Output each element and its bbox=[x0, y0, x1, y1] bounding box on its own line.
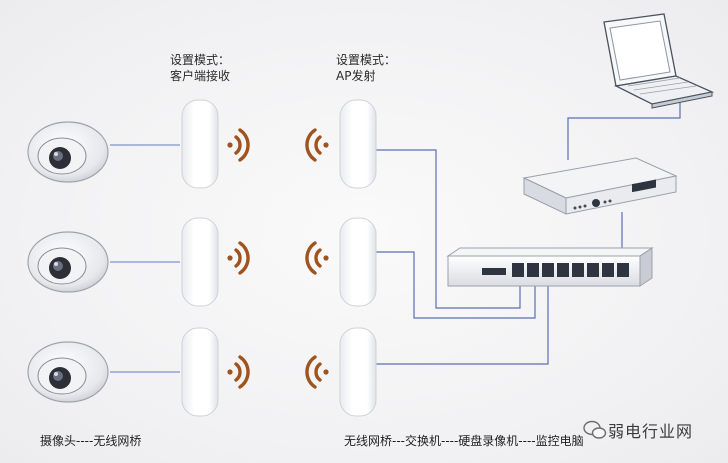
transmitter-bridge-1 bbox=[339, 99, 377, 189]
signal-rx-3-icon bbox=[227, 355, 250, 389]
transmitter-mode-line1: 设置模式： bbox=[336, 53, 397, 67]
caption-camera-bridge: 摄像头----无线网桥 bbox=[40, 434, 142, 448]
signal-rx-2-icon bbox=[227, 241, 250, 275]
receiver-mode-line2: 客户端接收 bbox=[170, 69, 231, 83]
nvr-recorder bbox=[522, 157, 678, 215]
signal-tx-2-icon bbox=[305, 241, 329, 275]
dome-camera-1 bbox=[27, 121, 109, 183]
wechat-icon bbox=[583, 420, 607, 439]
watermark-text: 弱电行业网 bbox=[608, 422, 694, 441]
receiver-bridge-3 bbox=[181, 327, 219, 417]
camera-cables bbox=[110, 144, 180, 373]
transmitter-mode-label: 设置模式： AP发射 bbox=[336, 52, 396, 84]
bridge-to-switch-cables bbox=[372, 100, 681, 365]
caption-chain: 无线网桥---交换机----硬盘录像机----监控电脑 bbox=[344, 434, 584, 448]
cable-tx2 bbox=[372, 251, 536, 319]
receiver-mode-line1: 设置模式： bbox=[170, 53, 231, 67]
transmitter-bridge-2 bbox=[339, 217, 377, 307]
laptop-computer bbox=[603, 13, 715, 109]
signal-tx-1-icon bbox=[305, 128, 329, 162]
receiver-mode-label: 设置模式： 客户端接收 bbox=[170, 52, 230, 84]
cable-nvr-laptop bbox=[567, 100, 681, 160]
cable-tx3 bbox=[372, 280, 549, 365]
cable-tx1 bbox=[372, 149, 521, 309]
signal-tx-3-icon bbox=[305, 355, 329, 389]
network-switch bbox=[446, 247, 654, 287]
receiver-bridge-1 bbox=[181, 99, 219, 189]
dome-camera-2 bbox=[27, 231, 109, 293]
receiver-bridge-2 bbox=[181, 217, 219, 307]
signal-rx-1-icon bbox=[227, 128, 250, 162]
transmitter-mode-line2: AP发射 bbox=[336, 69, 376, 83]
transmitter-bridge-3 bbox=[339, 327, 377, 417]
dome-camera-3 bbox=[27, 341, 109, 403]
